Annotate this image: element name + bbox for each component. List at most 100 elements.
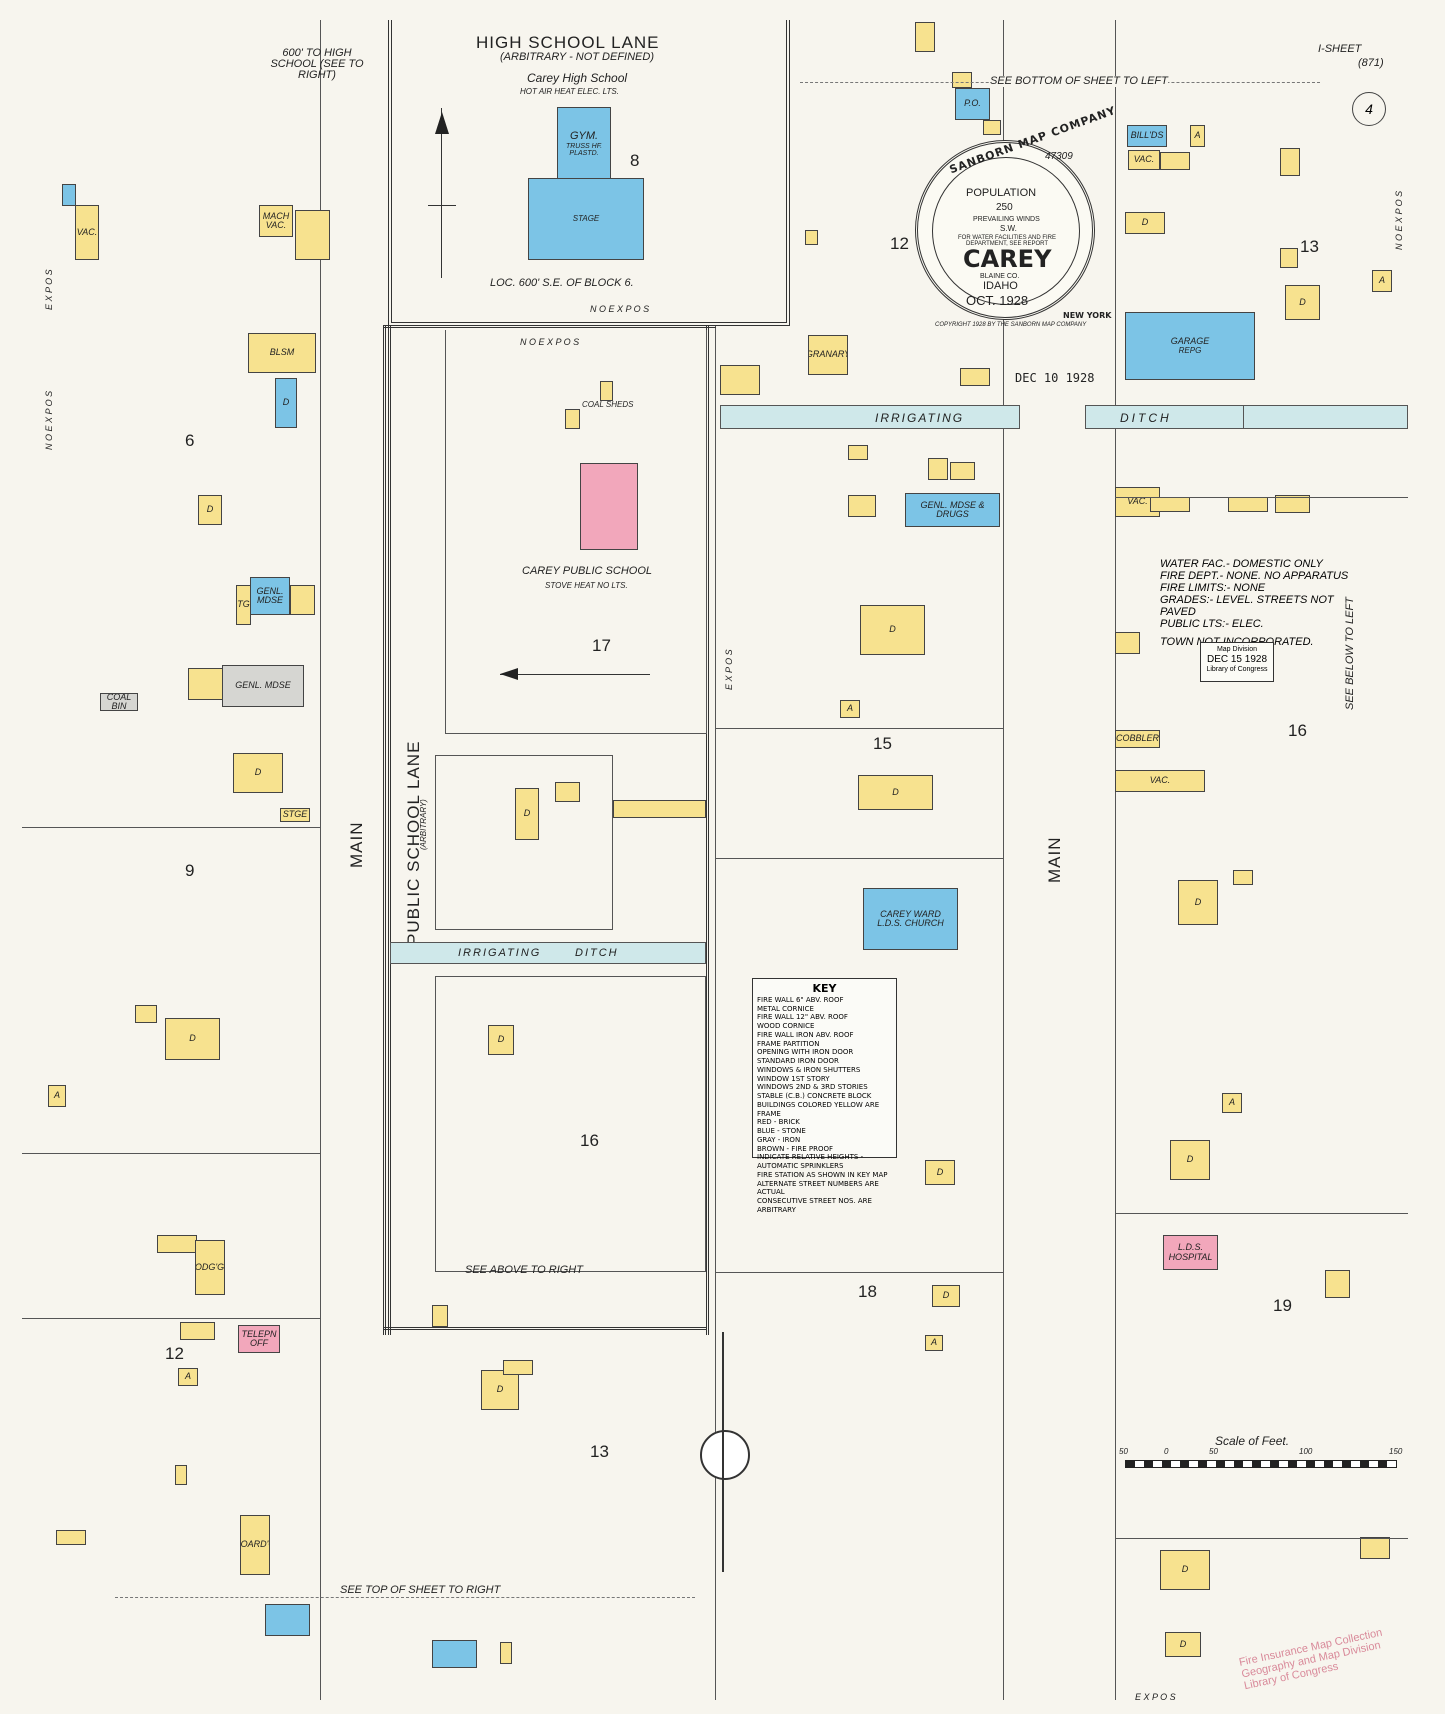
coal-sheds-label: COAL SHEDS <box>582 400 634 409</box>
scale-tick-label: 150 <box>1389 1447 1403 1456</box>
main-street-label-left: MAIN <box>347 821 366 869</box>
main-street-label-right: MAIN <box>1045 836 1064 884</box>
sheet-code: (871) <box>1358 57 1384 69</box>
dwelling: D <box>515 788 539 840</box>
see-bottom-note: SEE BOTTOM OF SHEET TO LEFT <box>990 75 1168 87</box>
dwelling: D <box>165 1018 220 1060</box>
key-row: BUILDINGS COLORED YELLOW ARE FRAME <box>757 1100 880 1118</box>
dwelling: D <box>860 605 925 655</box>
north-arrow-line <box>441 108 442 278</box>
expos-center: E X P O S <box>724 649 734 690</box>
sanborn-seal: SANBORN MAP COMPANY POPULATION 250 PREVA… <box>915 104 1118 320</box>
school-arrow <box>500 674 650 675</box>
key-row: WINDOW 1ST STORY <box>757 1074 830 1083</box>
cobbler: COBBLER <box>1115 730 1160 748</box>
block-13-right: 13 <box>1300 237 1319 256</box>
dwelling: D <box>1178 880 1218 925</box>
gym-building: GYM.TRUSS HF. PLASTD. <box>557 107 611 182</box>
public-school-lane-road <box>383 325 391 1335</box>
key-row: METAL CORNICE <box>757 1004 814 1013</box>
dwelling: D <box>233 753 283 793</box>
key-row: CONSECUTIVE STREET NOS. ARE ARBITRARY <box>757 1197 872 1214</box>
expos-left-top: E X P O S <box>44 269 54 310</box>
expos-bottom: E X P O S <box>1135 1692 1176 1702</box>
seal-population-label: POPULATION <box>966 187 1037 199</box>
block-12-top: 12 <box>890 234 909 253</box>
dwelling-stone: D <box>275 378 297 428</box>
key-row: RED - BRICK <box>757 1118 800 1127</box>
block-15: 15 <box>873 734 892 753</box>
key-row: BROWN - FIRE PROOF <box>757 1144 834 1153</box>
irrigating-ditch-upper-a <box>720 405 1020 429</box>
key-row: STANDARD IRON DOOR <box>757 1057 839 1065</box>
boarding-house: BOARD'G <box>240 1515 270 1575</box>
dwelling: D <box>925 1160 955 1185</box>
blacksmith-building: BLSM <box>248 333 316 373</box>
seal-water-note: FOR WATER FACILITIES AND FIRE DEPARTMENT… <box>957 235 1056 247</box>
lds-church: CAREY WARD L.D.S. CHURCH <box>863 888 958 950</box>
key-row: WOOD CORNICE <box>757 1022 815 1030</box>
scale-bar <box>1125 1460 1397 1468</box>
vacant: VAC. <box>75 205 99 260</box>
key-row: FIRE STATION AS SHOWN IN KEY MAP <box>757 1170 888 1179</box>
key-row: WINDOWS & IRON SHUTTERS <box>757 1065 861 1074</box>
coal-bin: COAL BIN <box>100 693 138 711</box>
seal-county: BLAINE CO. <box>980 273 1020 280</box>
lds-hospital: L.D.S. HOSPITAL <box>1163 1235 1218 1270</box>
key-row: STABLE (C.B.) CONCRETE BLOCK <box>757 1092 872 1100</box>
key-row: FRAME PARTITION <box>757 1039 820 1048</box>
scale-tick-label: 0 <box>1164 1447 1169 1456</box>
ditch-lower-label-1: IRRIGATING <box>458 947 542 959</box>
key-row: WINDOWS 2ND & 3RD STORIES <box>757 1083 868 1092</box>
school-lot <box>445 330 707 734</box>
dwelling: D <box>1165 1632 1201 1657</box>
ditch-label-2: DITCH <box>1120 411 1172 425</box>
key-row: BLUE - STONE <box>757 1127 806 1135</box>
seal-date: OCT. 1928 <box>966 293 1029 308</box>
key-row: FIRE WALL 6" ABV. ROOF <box>757 995 844 1004</box>
arrow-left-icon <box>500 668 518 680</box>
location-note: LOC. 600' S.E. OF BLOCK 6. <box>490 277 634 289</box>
sheet-number: 4 <box>1365 101 1373 117</box>
dwelling: D <box>932 1285 960 1307</box>
key-row: GRAY - IRON <box>757 1135 801 1144</box>
scale-tick-label: 50 <box>1119 1447 1128 1456</box>
irrigating-ditch-lower <box>390 942 706 964</box>
billiards: BILL'DS <box>1127 125 1167 147</box>
block-17: 17 <box>592 636 611 655</box>
telephone-office: TELEPN OFF <box>238 1325 280 1353</box>
no-expos-right: N O E X P O S <box>1394 190 1404 250</box>
seal-city: NEW YORK <box>1063 311 1112 320</box>
key-row: INDICATE RELATIVE HEIGHTS - AUTOMATIC SP… <box>757 1153 864 1170</box>
to-high-school-note: 600' TO HIGH SCHOOL (SEE TO RIGHT) <box>270 47 364 81</box>
town-notes: WATER FAC.- DOMESTIC ONLY FIRE DEPT.- NO… <box>1160 558 1349 648</box>
high-school-lane-label: HIGH SCHOOL LANE <box>476 33 660 52</box>
high-school-lane-note: (ARBITRARY - NOT DEFINED) <box>500 51 655 63</box>
no-expos-school: N O E X P O S <box>520 337 580 347</box>
block-6: 6 <box>185 431 195 450</box>
dwelling: D <box>198 495 222 525</box>
seal-state: IDAHO <box>983 280 1018 292</box>
east-block-line <box>1115 20 1116 1700</box>
mach-vac-building: MACH VAC. <box>259 205 293 237</box>
block-9: 9 <box>185 861 195 880</box>
seal-winds: S.W. <box>1000 224 1017 233</box>
sheet-label: I-SHEET <box>1318 43 1362 55</box>
see-top-note: SEE TOP OF SHEET TO RIGHT <box>340 1584 501 1596</box>
genl-mdse-iron: GENL. MDSE <box>222 665 304 707</box>
public-school-note: STOVE HEAT NO LTS. <box>545 581 628 590</box>
seal-winds-label: PREVAILING WINDS <box>973 216 1040 223</box>
block-line-center <box>715 325 716 1700</box>
main-street-east-line <box>1003 20 1004 1700</box>
public-school-label: CAREY PUBLIC SCHOOL <box>522 565 653 577</box>
seal-population: 250 <box>996 202 1013 213</box>
block-16-mid: 16 <box>580 1131 599 1150</box>
library-watermark: Fire Insurance Map Collection Geography … <box>1237 1626 1384 1693</box>
dwelling: D <box>481 1370 519 1410</box>
block-16-right: 16 <box>1288 721 1307 740</box>
genl-mdse-store-left: GENL. MDSE <box>250 577 290 615</box>
dwelling: D <box>1125 212 1165 234</box>
